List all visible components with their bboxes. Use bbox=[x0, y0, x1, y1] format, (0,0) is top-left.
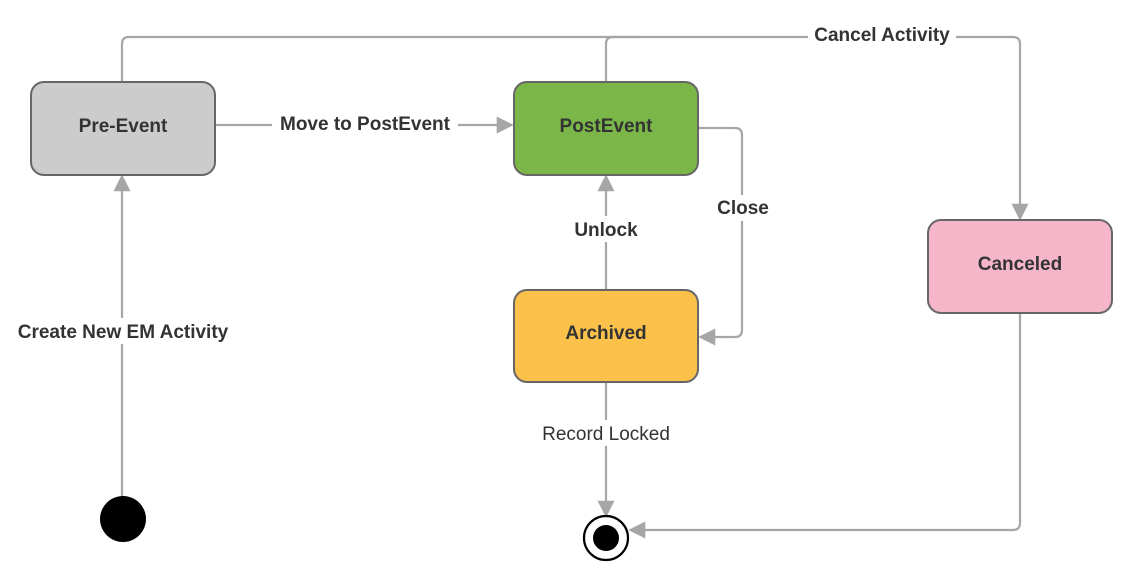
state-post-event-label: PostEvent bbox=[560, 116, 654, 137]
edge-cancel-from-pre bbox=[120, 35, 1029, 221]
state-archived[interactable]: Archived bbox=[513, 289, 699, 383]
state-canceled[interactable]: Canceled bbox=[927, 219, 1113, 314]
edge-cancel-from-post bbox=[604, 35, 640, 82]
state-pre-event-label: Pre-Event bbox=[79, 116, 168, 137]
final-node[interactable] bbox=[582, 514, 630, 562]
label-unlock: Unlock bbox=[574, 220, 638, 241]
state-canceled-label: Canceled bbox=[978, 254, 1062, 275]
state-post-event[interactable]: PostEvent bbox=[513, 81, 699, 176]
state-pre-event[interactable]: Pre-Event bbox=[30, 81, 216, 176]
label-cancel: Cancel Activity bbox=[814, 25, 950, 46]
edge-canceled-to-end bbox=[628, 314, 1022, 539]
label-close: Close bbox=[717, 198, 769, 219]
label-record-locked: Record Locked bbox=[542, 424, 670, 445]
label-create: Create New EM Activity bbox=[18, 322, 229, 343]
state-archived-label: Archived bbox=[565, 323, 646, 344]
initial-node[interactable] bbox=[100, 496, 146, 542]
edge-close bbox=[698, 126, 744, 346]
label-move-to-post: Move to PostEvent bbox=[280, 114, 451, 135]
